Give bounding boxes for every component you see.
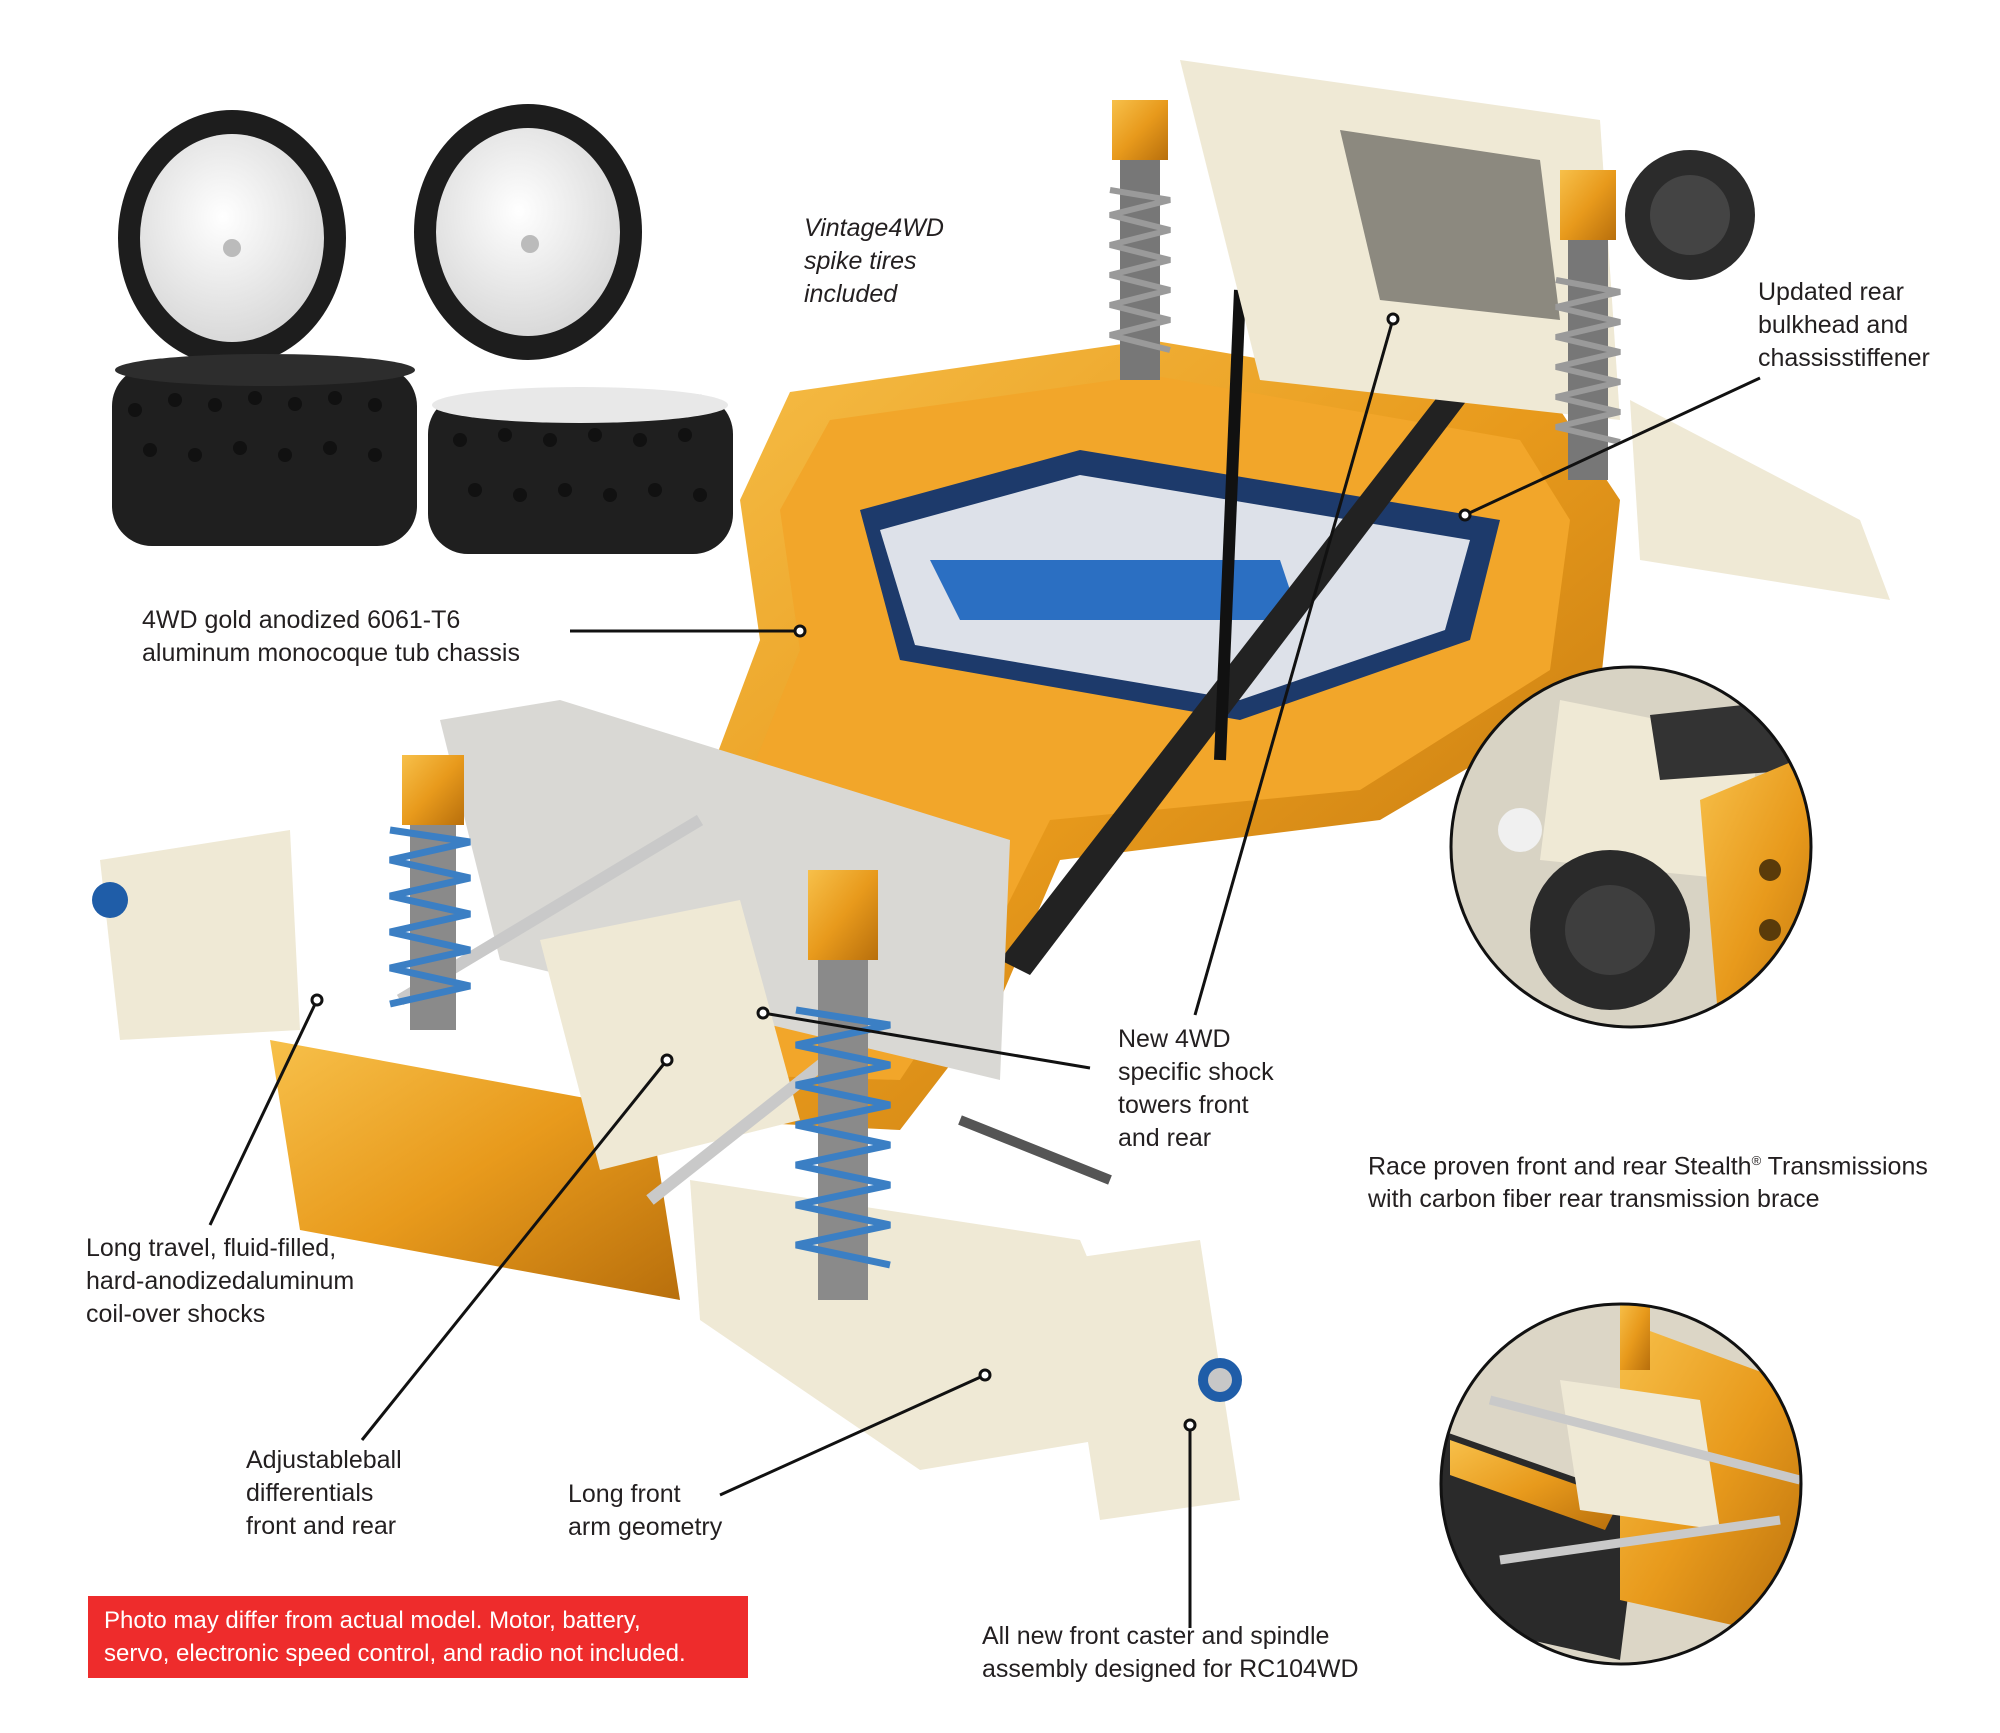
callout-transmissions: Race proven front and rear Stealth® Tran…: [1368, 1144, 1988, 1216]
leader-shocks: [208, 999, 319, 1226]
leader-differentials: [360, 1059, 669, 1441]
callout-rear-bulkhead: Updated rear bulkhead and chassisstiffen…: [1758, 278, 1930, 372]
front-gearbox-inset-image: [1439, 1302, 1803, 1666]
drive-belt: [1000, 355, 1490, 975]
front-shock-right: [795, 870, 891, 1300]
transmissions-text-line2: with carbon fiber rear transmission brac…: [1368, 1185, 1820, 1214]
registered-mark: ®: [1751, 1153, 1762, 1168]
transmissions-text-line1: Race proven front and rear Stealth: [1368, 1152, 1752, 1181]
disclaimer-banner: Photo may differ from actual model. Moto…: [88, 1596, 748, 1678]
front-gearbox: [540, 900, 800, 1170]
front-arm-right: [690, 1180, 1160, 1470]
front-shock-left: [389, 755, 471, 1030]
rear-shock-right: [1555, 170, 1621, 480]
transmissions-text-line1-end: Transmissions: [1761, 1152, 1928, 1181]
buggy-image: [92, 60, 1890, 1520]
callout-coil-over-shocks: Long travel, fluid-filled, hard-anodized…: [86, 1234, 355, 1328]
front-arm-left: [100, 830, 300, 1040]
rear-shock-left: [1109, 100, 1171, 380]
leader-shock-towers-front: [762, 1011, 1091, 1070]
tire-front-right: [414, 104, 642, 360]
front-spindle: [1060, 1240, 1240, 1520]
transmission-inset-image: [1449, 665, 1813, 1029]
callout-differentials: Adjustableball differentials front and r…: [246, 1446, 402, 1540]
tire-rear-right: [428, 387, 733, 554]
front-bumper: [270, 1040, 680, 1300]
callout-leader-lines: [208, 312, 1761, 1628]
rear-arm: [1630, 400, 1890, 600]
callout-shock-towers: New 4WD specific shock towers front and …: [1118, 1025, 1274, 1152]
callout-tub-chassis: 4WD gold anodized 6061-T6 aluminum monoc…: [142, 606, 520, 667]
callout-caster-spindle: All new front caster and spindle assembl…: [982, 1622, 1359, 1683]
callout-spike-tires: Vintage4WD spike tires included: [804, 214, 944, 308]
tire-rear-left: [112, 354, 417, 546]
spike-tires-image: [112, 104, 733, 554]
leader-rear-bulkhead: [1464, 376, 1761, 517]
leader-front-arm: [719, 1373, 986, 1497]
tire-front-left: [118, 110, 346, 366]
callout-front-arm: Long front arm geometry: [568, 1480, 723, 1541]
leader-shock-towers: [1193, 318, 1395, 1016]
